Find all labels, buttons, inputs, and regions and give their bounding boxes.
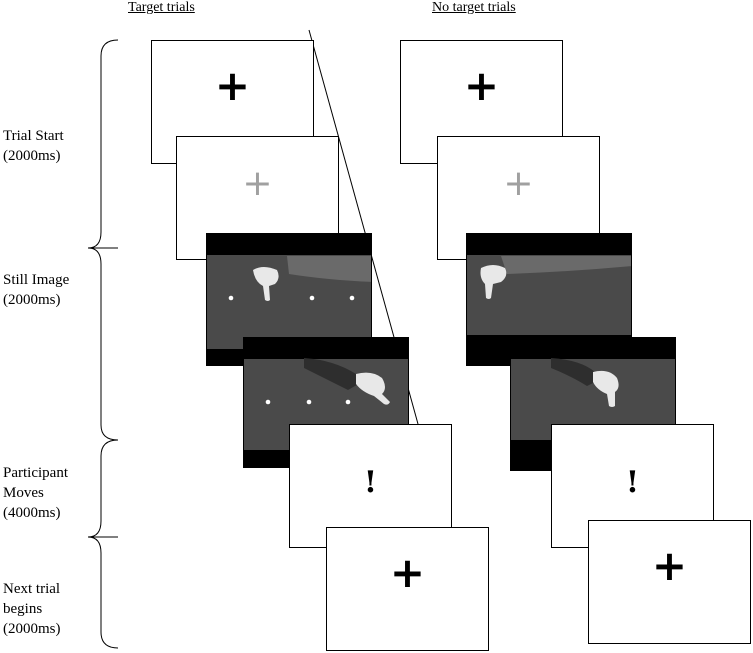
letterbox-top (467, 234, 631, 255)
fixation-cross-icon: + (463, 61, 500, 110)
notarget-next-fixation-frame: + (588, 520, 751, 644)
grey-fixation-cross-icon: + (503, 163, 534, 204)
hand-pointing-icon (265, 358, 390, 405)
phase-participant-moves: Participant Moves (4000ms) (3, 463, 68, 523)
phase-next-trial-duration: (2000ms) (3, 621, 61, 637)
phase-still-image: Still Image (2000ms) (3, 270, 69, 310)
phase-still-image-name: Still Image (3, 272, 70, 288)
phase-next-trial-name: Next trial (3, 581, 61, 597)
exclamation-icon: ! (625, 465, 640, 500)
phase-participant-moves-name: Participant (3, 465, 68, 481)
brace-top (87, 39, 119, 441)
letterbox-top (207, 234, 371, 255)
hand-pointing-icon (228, 256, 371, 301)
phase-participant-moves-name2: Moves (3, 485, 44, 501)
letterbox-top (244, 338, 408, 359)
phase-brace (87, 39, 119, 649)
phase-next-trial-name2: begins (3, 601, 43, 617)
hand-pointing-icon (480, 256, 631, 299)
fixation-cross-icon: + (214, 61, 251, 110)
letterbox-top (511, 338, 675, 359)
phase-trial-start-duration: (2000ms) (3, 148, 61, 164)
phase-participant-moves-duration: (4000ms) (3, 505, 61, 521)
target-grey-fixation-frame: + (176, 136, 339, 260)
brace-bottom (87, 439, 119, 649)
no-target-trials-header: No target trials (432, 0, 516, 15)
fixation-cross-icon: + (389, 548, 426, 597)
hand-pointing-icon (551, 358, 619, 407)
target-next-fixation-frame: + (326, 527, 489, 651)
grey-fixation-cross-icon: + (242, 163, 273, 204)
phase-trial-start-name: Trial Start (3, 128, 64, 144)
notarget-go-frame: ! (551, 424, 714, 548)
phase-next-trial: Next trial begins (2000ms) (3, 579, 61, 639)
phase-trial-start: Trial Start (2000ms) (3, 126, 64, 166)
exclamation-icon: ! (363, 465, 378, 500)
phase-still-image-duration: (2000ms) (3, 292, 61, 308)
target-trials-header: Target trials (128, 0, 195, 15)
fixation-cross-icon: + (651, 541, 688, 590)
